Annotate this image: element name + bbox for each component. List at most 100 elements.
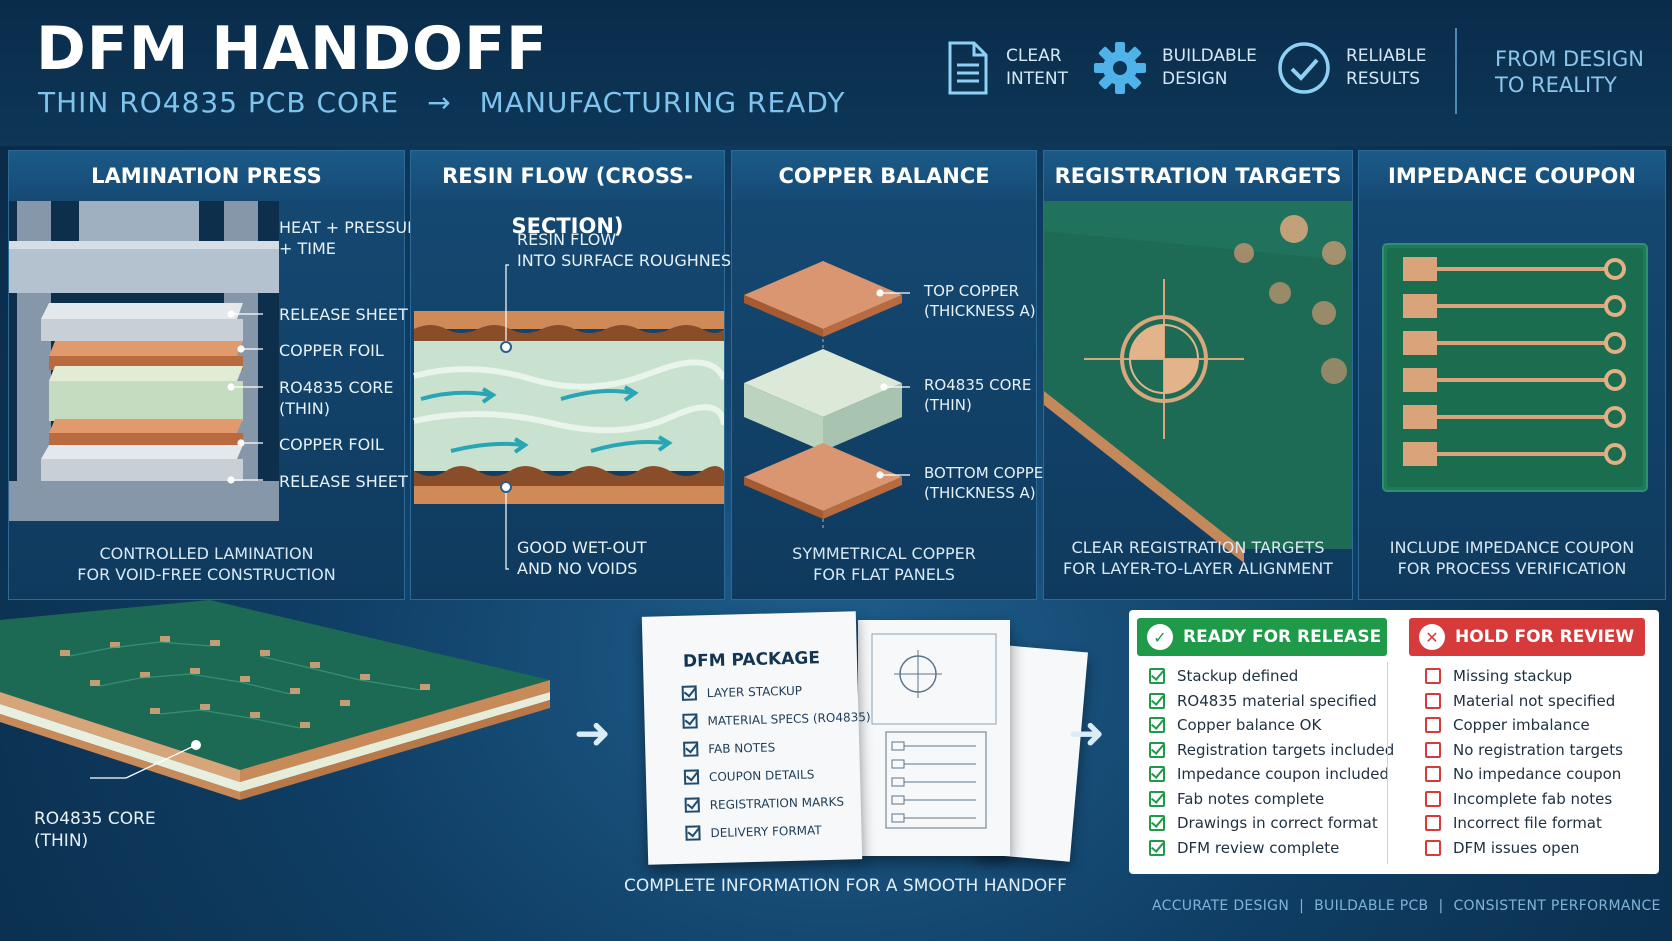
dfm-item-label: MATERIAL SPECS (RO4835)	[707, 709, 871, 728]
subtitle-left: THIN RO4835 PCB CORE	[38, 86, 400, 119]
lamination-press-illustration	[9, 201, 279, 521]
dfm-item: DELIVERY FORMAT	[685, 822, 822, 841]
panel-caption: CLEAR REGISTRATION TARGETS	[1071, 538, 1325, 557]
hold-item-label: No registration targets	[1453, 740, 1623, 759]
checkbox-icon	[684, 797, 700, 813]
ready-item-label: Stackup defined	[1177, 667, 1299, 686]
checked-box-icon	[1149, 815, 1165, 832]
copper-label: RO4835 CORE	[924, 376, 1032, 394]
subtitle-arrow: →	[427, 86, 452, 119]
ready-item: Registration targets included	[1149, 738, 1394, 763]
panel-title: IMPEDANCE COUPON	[1359, 151, 1665, 201]
checkmark-circle-icon	[1278, 42, 1330, 94]
checked-box-icon	[1149, 790, 1165, 807]
subtitle-right: MANUFACTURING READY	[479, 86, 846, 119]
footer-item: ACCURATE DESIGN	[1152, 898, 1290, 914]
press-label: + TIME	[279, 239, 336, 258]
footer-item: BUILDABLE PCB	[1314, 898, 1429, 914]
hold-item: DFM issues open	[1425, 836, 1623, 861]
arrow-right-icon: ➜	[574, 708, 611, 759]
x-circle-icon: ✕	[1419, 624, 1445, 650]
hold-title: HOLD FOR REVIEW	[1455, 627, 1635, 647]
tagline-line: TO REALITY	[1495, 73, 1617, 97]
dfm-item-label: COUPON DETAILS	[708, 766, 815, 784]
resin-label: AND NO VOIDS	[517, 559, 638, 578]
press-label: RO4835 CORE	[279, 378, 394, 397]
coupon-pad	[1403, 294, 1437, 318]
dfm-item: MATERIAL SPECS (RO4835)	[682, 709, 871, 729]
checked-box-icon	[1149, 766, 1165, 783]
feature-label: DESIGN	[1162, 69, 1228, 89]
copper-label: (THICKNESS A)	[924, 302, 1036, 320]
panel-title: LAMINATION PRESS	[9, 151, 404, 201]
hold-header: ✕ HOLD FOR REVIEW	[1409, 618, 1645, 656]
document-icon	[948, 41, 988, 95]
empty-box-icon	[1425, 766, 1441, 783]
footer-item: CONSISTENT PERFORMANCE	[1453, 898, 1661, 914]
press-label: RELEASE SHEET	[279, 472, 408, 491]
press-label: (THIN)	[279, 399, 330, 418]
hold-item: No registration targets	[1425, 738, 1623, 763]
ready-item: Drawings in correct format	[1149, 811, 1394, 836]
copper-label: BOTTOM COPPER	[924, 464, 1054, 482]
board-label: (THIN)	[34, 831, 89, 851]
coupon-via	[1604, 332, 1626, 354]
arrow-right-icon: ➜	[1068, 708, 1105, 759]
feature-label: RESULTS	[1346, 69, 1421, 89]
page-title: DFM HANDOFF	[36, 14, 549, 84]
ready-item: Copper balance OK	[1149, 713, 1394, 738]
coupon-pad	[1403, 257, 1437, 281]
package-caption: COMPLETE INFORMATION FOR A SMOOTH HANDOF…	[624, 876, 1067, 896]
coupon-via	[1604, 258, 1626, 280]
copper-label: (THICKNESS A)	[924, 484, 1036, 502]
panel-registration-targets: REGISTRATION TARGETS CLEAR REGISTRATION …	[1043, 150, 1353, 600]
feature-label: RELIABLE	[1346, 46, 1427, 66]
hold-item: Missing stackup	[1425, 664, 1623, 689]
checklist-divider	[1387, 662, 1388, 864]
ready-item-label: Fab notes complete	[1177, 789, 1325, 808]
hold-item-label: Incorrect file format	[1453, 814, 1602, 833]
ready-item-label: DFM review complete	[1177, 838, 1340, 857]
checked-box-icon	[1149, 741, 1165, 758]
ready-header: ✓ READY FOR RELEASE	[1137, 618, 1387, 656]
hold-item-label: DFM issues open	[1453, 838, 1580, 857]
feature-buildable-design: BUILDABLE DESIGN	[1092, 40, 1257, 96]
hold-item-label: Missing stackup	[1453, 667, 1573, 686]
resin-flow-cross-section	[413, 264, 724, 570]
feature-label: BUILDABLE	[1162, 46, 1257, 66]
hold-item: No impedance coupon	[1425, 762, 1623, 787]
panel-title: RESIN FLOW (CROSS-SECTION)	[411, 151, 724, 238]
dfm-item: FAB NOTES	[683, 739, 776, 757]
ready-item: Fab notes complete	[1149, 787, 1394, 812]
panel-caption: FOR FLAT PANELS	[813, 565, 955, 584]
press-label: COPPER FOIL	[279, 341, 384, 360]
checkbox-icon	[685, 825, 701, 841]
checkbox-icon	[681, 685, 697, 701]
panel-copper-balance: COPPER BALANCE TOP COPPER (THICKNESS A) …	[731, 150, 1054, 600]
hold-item: Incomplete fab notes	[1425, 787, 1623, 812]
ready-item: Impedance coupon included	[1149, 762, 1394, 787]
empty-box-icon	[1425, 741, 1441, 758]
gear-icon	[1094, 42, 1146, 94]
copper-label: (THIN)	[924, 396, 972, 414]
press-label: COPPER FOIL	[279, 435, 384, 454]
checkbox-icon	[683, 769, 700, 785]
release-checklist: ✓ READY FOR RELEASE ✕ HOLD FOR REVIEW St…	[1129, 610, 1659, 874]
ready-item-label: RO4835 material specified	[1177, 691, 1377, 710]
pcb-board-illustration	[0, 600, 550, 800]
hold-item-label: Material not specified	[1453, 691, 1616, 710]
dfm-item: COUPON DETAILS	[683, 766, 815, 785]
dfm-item-label: FAB NOTES	[708, 739, 776, 756]
coupon-pad	[1403, 368, 1437, 392]
coupon-via	[1604, 295, 1626, 317]
resin-label: GOOD WET-OUT	[517, 538, 647, 557]
panel-caption: FOR LAYER-TO-LAYER ALIGNMENT	[1063, 559, 1333, 578]
panel-lamination-press: LAMINATION PRESS HEAT + PRESSURE + TIME …	[8, 150, 428, 600]
footer-separator: |	[1438, 898, 1444, 914]
ready-item-label: Drawings in correct format	[1177, 814, 1378, 833]
copper-balance-stack	[744, 261, 910, 531]
impedance-coupon-board	[1382, 243, 1648, 492]
